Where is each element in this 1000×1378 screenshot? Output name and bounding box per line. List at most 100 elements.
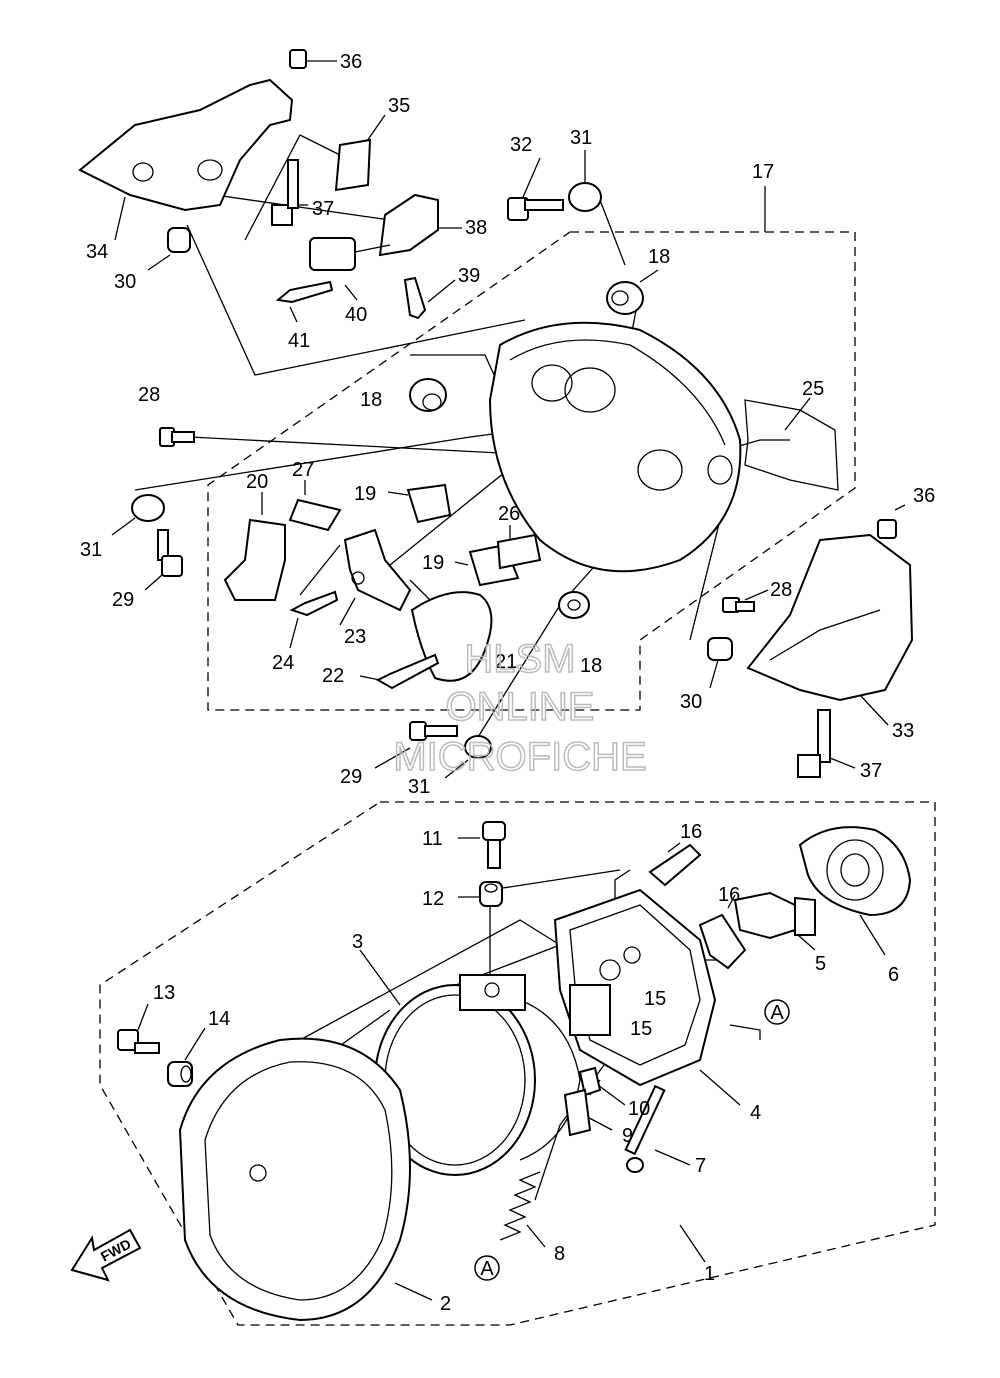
callout-7: 7 <box>695 1155 706 1177</box>
callout-26: 26 <box>498 503 520 525</box>
callout-40: 40 <box>345 304 367 326</box>
group-1-outline <box>99 801 936 1326</box>
callout-15-lower: 15 <box>630 1018 652 1040</box>
callout-13: 13 <box>153 982 175 1004</box>
callout-28-left: 28 <box>138 384 160 406</box>
callout-31-lower: 31 <box>408 776 430 798</box>
part-37-bolt-top <box>271 159 299 226</box>
part-22-screw <box>375 653 440 690</box>
part-34-cover-left <box>78 78 294 212</box>
part-4-bracket-body <box>553 888 717 1087</box>
callout-18-low: 18 <box>580 655 602 677</box>
ref-mark-a-lower: A <box>474 1255 500 1281</box>
callout-16-top: 16 <box>680 821 702 843</box>
part-10-socket <box>578 1066 602 1097</box>
ref-mark-a-upper-text: A <box>770 1002 784 1024</box>
callout-30-right: 30 <box>680 691 702 713</box>
part-33-cover-right <box>746 533 914 702</box>
part-37-bolt-right <box>797 709 831 778</box>
callout-14: 14 <box>208 1008 230 1030</box>
part-40-connector <box>309 237 356 271</box>
callout-38: 38 <box>465 217 487 239</box>
part-35-label <box>334 138 372 192</box>
callout-23: 23 <box>344 626 366 648</box>
callout-36-right: 36 <box>913 485 935 507</box>
part-7-screw <box>624 1084 666 1173</box>
callout-31-top: 31 <box>570 127 592 149</box>
callout-2: 2 <box>440 1293 451 1315</box>
part-3-lens-unit <box>374 974 581 1176</box>
callout-37-top: 37 <box>312 198 334 220</box>
watermark-line-2: ONLINE <box>446 685 595 729</box>
callout-17: 17 <box>752 161 774 183</box>
callout-35: 35 <box>388 95 410 117</box>
part-19-clip-a <box>406 483 452 524</box>
callout-9: 9 <box>622 1125 633 1147</box>
callout-28-right: 28 <box>770 579 792 601</box>
part-12-grommet <box>479 881 503 907</box>
part-36-nut-right <box>877 519 897 539</box>
callout-22: 22 <box>322 665 344 687</box>
part-23-bracket <box>343 528 412 612</box>
part-31-washer-left <box>131 494 165 522</box>
callout-12: 12 <box>422 888 444 910</box>
callout-34: 34 <box>86 241 108 263</box>
callout-11: 11 <box>422 828 443 850</box>
part-32-bolt <box>507 197 564 221</box>
watermark-line-3: MICROFICHE <box>393 735 646 779</box>
callout-21: 21 <box>495 651 517 673</box>
part-30-grommet-right <box>707 637 733 661</box>
part-31-washer-lower <box>464 735 492 759</box>
part-31-washer-top <box>568 182 602 212</box>
part-8-spring <box>499 1171 541 1241</box>
part-28-bolt-b <box>722 597 755 613</box>
callout-36-top: 36 <box>340 51 362 73</box>
group-outlines <box>99 231 936 1326</box>
watermark-line-1: HLSM <box>464 637 575 681</box>
part-26-label <box>496 533 542 570</box>
callout-33: 33 <box>892 720 914 742</box>
ref-mark-a-upper: A <box>764 999 790 1025</box>
part-6-bulb-cover <box>798 826 912 917</box>
part-16-clip-b <box>698 913 747 970</box>
callout-29-left: 29 <box>112 589 134 611</box>
callout-29-lower: 29 <box>340 766 362 788</box>
part-27-label <box>288 498 342 532</box>
part-39-screw <box>403 276 427 320</box>
callout-18-mid: 18 <box>360 389 382 411</box>
part-29-bolt-lower <box>409 721 458 741</box>
part-18-grommet-a <box>606 281 644 315</box>
callout-16-mid: 16 <box>718 884 740 906</box>
part-9-clip <box>563 1088 592 1137</box>
callout-10: 10 <box>628 1098 650 1120</box>
callout-41: 41 <box>288 330 310 352</box>
fwd-arrow <box>70 1228 142 1282</box>
part-17-housing-shell <box>488 321 742 573</box>
part-25-detail <box>744 399 839 491</box>
callout-3: 3 <box>352 931 363 953</box>
callout-1: 1 <box>704 1263 715 1285</box>
callout-30-top: 30 <box>114 271 136 293</box>
part-5-bulb <box>733 891 816 940</box>
part-30-grommet-top <box>167 227 191 253</box>
part-38-bracket <box>378 193 439 257</box>
callout-18-top: 18 <box>648 246 670 268</box>
part-13-screw <box>117 1029 160 1054</box>
part-14-grommet <box>167 1061 193 1087</box>
part-11-screw <box>482 821 506 869</box>
callout-25: 25 <box>802 378 824 400</box>
callout-37-right: 37 <box>860 760 882 782</box>
part-36-nut-top <box>289 49 307 69</box>
callout-6: 6 <box>888 964 899 986</box>
part-28-bolt-a <box>159 427 195 447</box>
callout-8: 8 <box>554 1243 565 1265</box>
part-41-screw <box>275 280 334 304</box>
watermark: HLSM ONLINE MICROFICHE <box>393 636 648 780</box>
callout-24: 24 <box>272 652 294 674</box>
part-29-bolt-left <box>157 529 183 577</box>
callout-19-upper: 19 <box>354 483 376 505</box>
part-24-screw <box>289 590 339 617</box>
callout-15-upper: 15 <box>644 988 666 1010</box>
callout-20: 20 <box>246 471 268 493</box>
